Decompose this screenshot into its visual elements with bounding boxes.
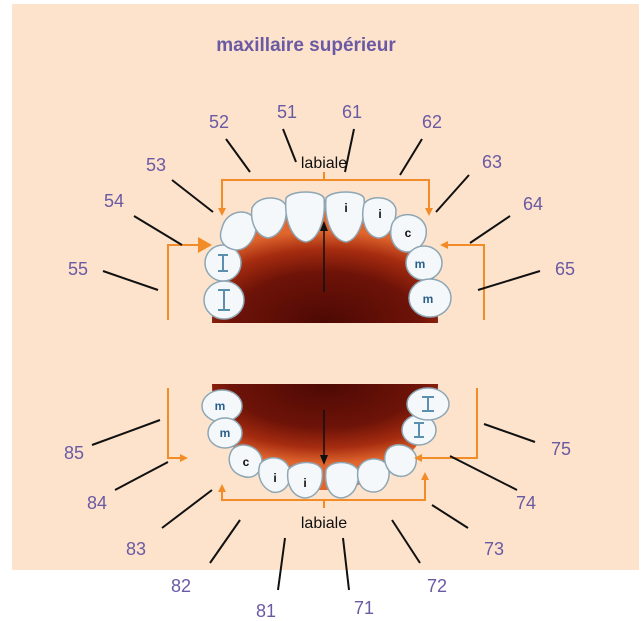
tooth-letter-m: m: [415, 257, 426, 271]
tooth-letter-m: m: [215, 399, 226, 413]
tooth-number-62: 62: [422, 112, 442, 132]
tooth-letter-i: i: [303, 476, 306, 490]
tooth-number-63: 63: [482, 152, 502, 172]
tooth-number-61: 61: [342, 102, 362, 122]
tooth-55: [204, 281, 244, 319]
tooth-letter-i: i: [344, 201, 347, 215]
tooth-letter-c: c: [405, 226, 412, 240]
tooth-number-72: 72: [427, 576, 447, 596]
tooth-number-71: 71: [354, 598, 374, 618]
tooth-letter-m: m: [423, 292, 434, 306]
tooth-75: [407, 388, 449, 420]
tooth-number-65: 65: [555, 259, 575, 279]
tooth-number-75: 75: [551, 439, 571, 459]
tooth-number-85: 85: [64, 443, 84, 463]
tooth-number-52: 52: [209, 112, 229, 132]
tooth-number-55: 55: [68, 259, 88, 279]
labial-label-lower: labiale: [301, 515, 347, 532]
tooth-81: i: [288, 463, 323, 499]
tooth-letter-i: i: [378, 207, 381, 221]
tooth-73: [385, 445, 417, 477]
tooth-72: [358, 459, 389, 492]
tooth-84: m: [208, 418, 242, 448]
tooth-85: m: [202, 390, 242, 422]
tooth-number-81: 81: [256, 601, 276, 621]
tooth-number-74: 74: [516, 493, 536, 513]
tooth-71: [326, 463, 359, 499]
diagram-title: maxillaire supérieur: [216, 35, 396, 56]
tooth-number-64: 64: [523, 194, 543, 214]
tooth-letter-i: i: [273, 471, 276, 485]
tooth-number-84: 84: [87, 493, 107, 513]
labial-label-upper: labiale: [301, 155, 347, 172]
tooth-number-82: 82: [171, 576, 191, 596]
tooth-64: m: [406, 246, 442, 280]
tooth-number-83: 83: [126, 539, 146, 559]
tooth-number-53: 53: [146, 155, 166, 175]
tooth-number-73: 73: [484, 539, 504, 559]
tooth-letter-c: c: [243, 455, 250, 469]
tooth-65: m: [409, 279, 451, 317]
tooth-82: i: [259, 458, 291, 493]
tooth-83: c: [229, 445, 262, 477]
tooth-number-51: 51: [277, 102, 297, 122]
tooth-number-54: 54: [104, 191, 124, 211]
tooth-letter-m: m: [220, 426, 231, 440]
